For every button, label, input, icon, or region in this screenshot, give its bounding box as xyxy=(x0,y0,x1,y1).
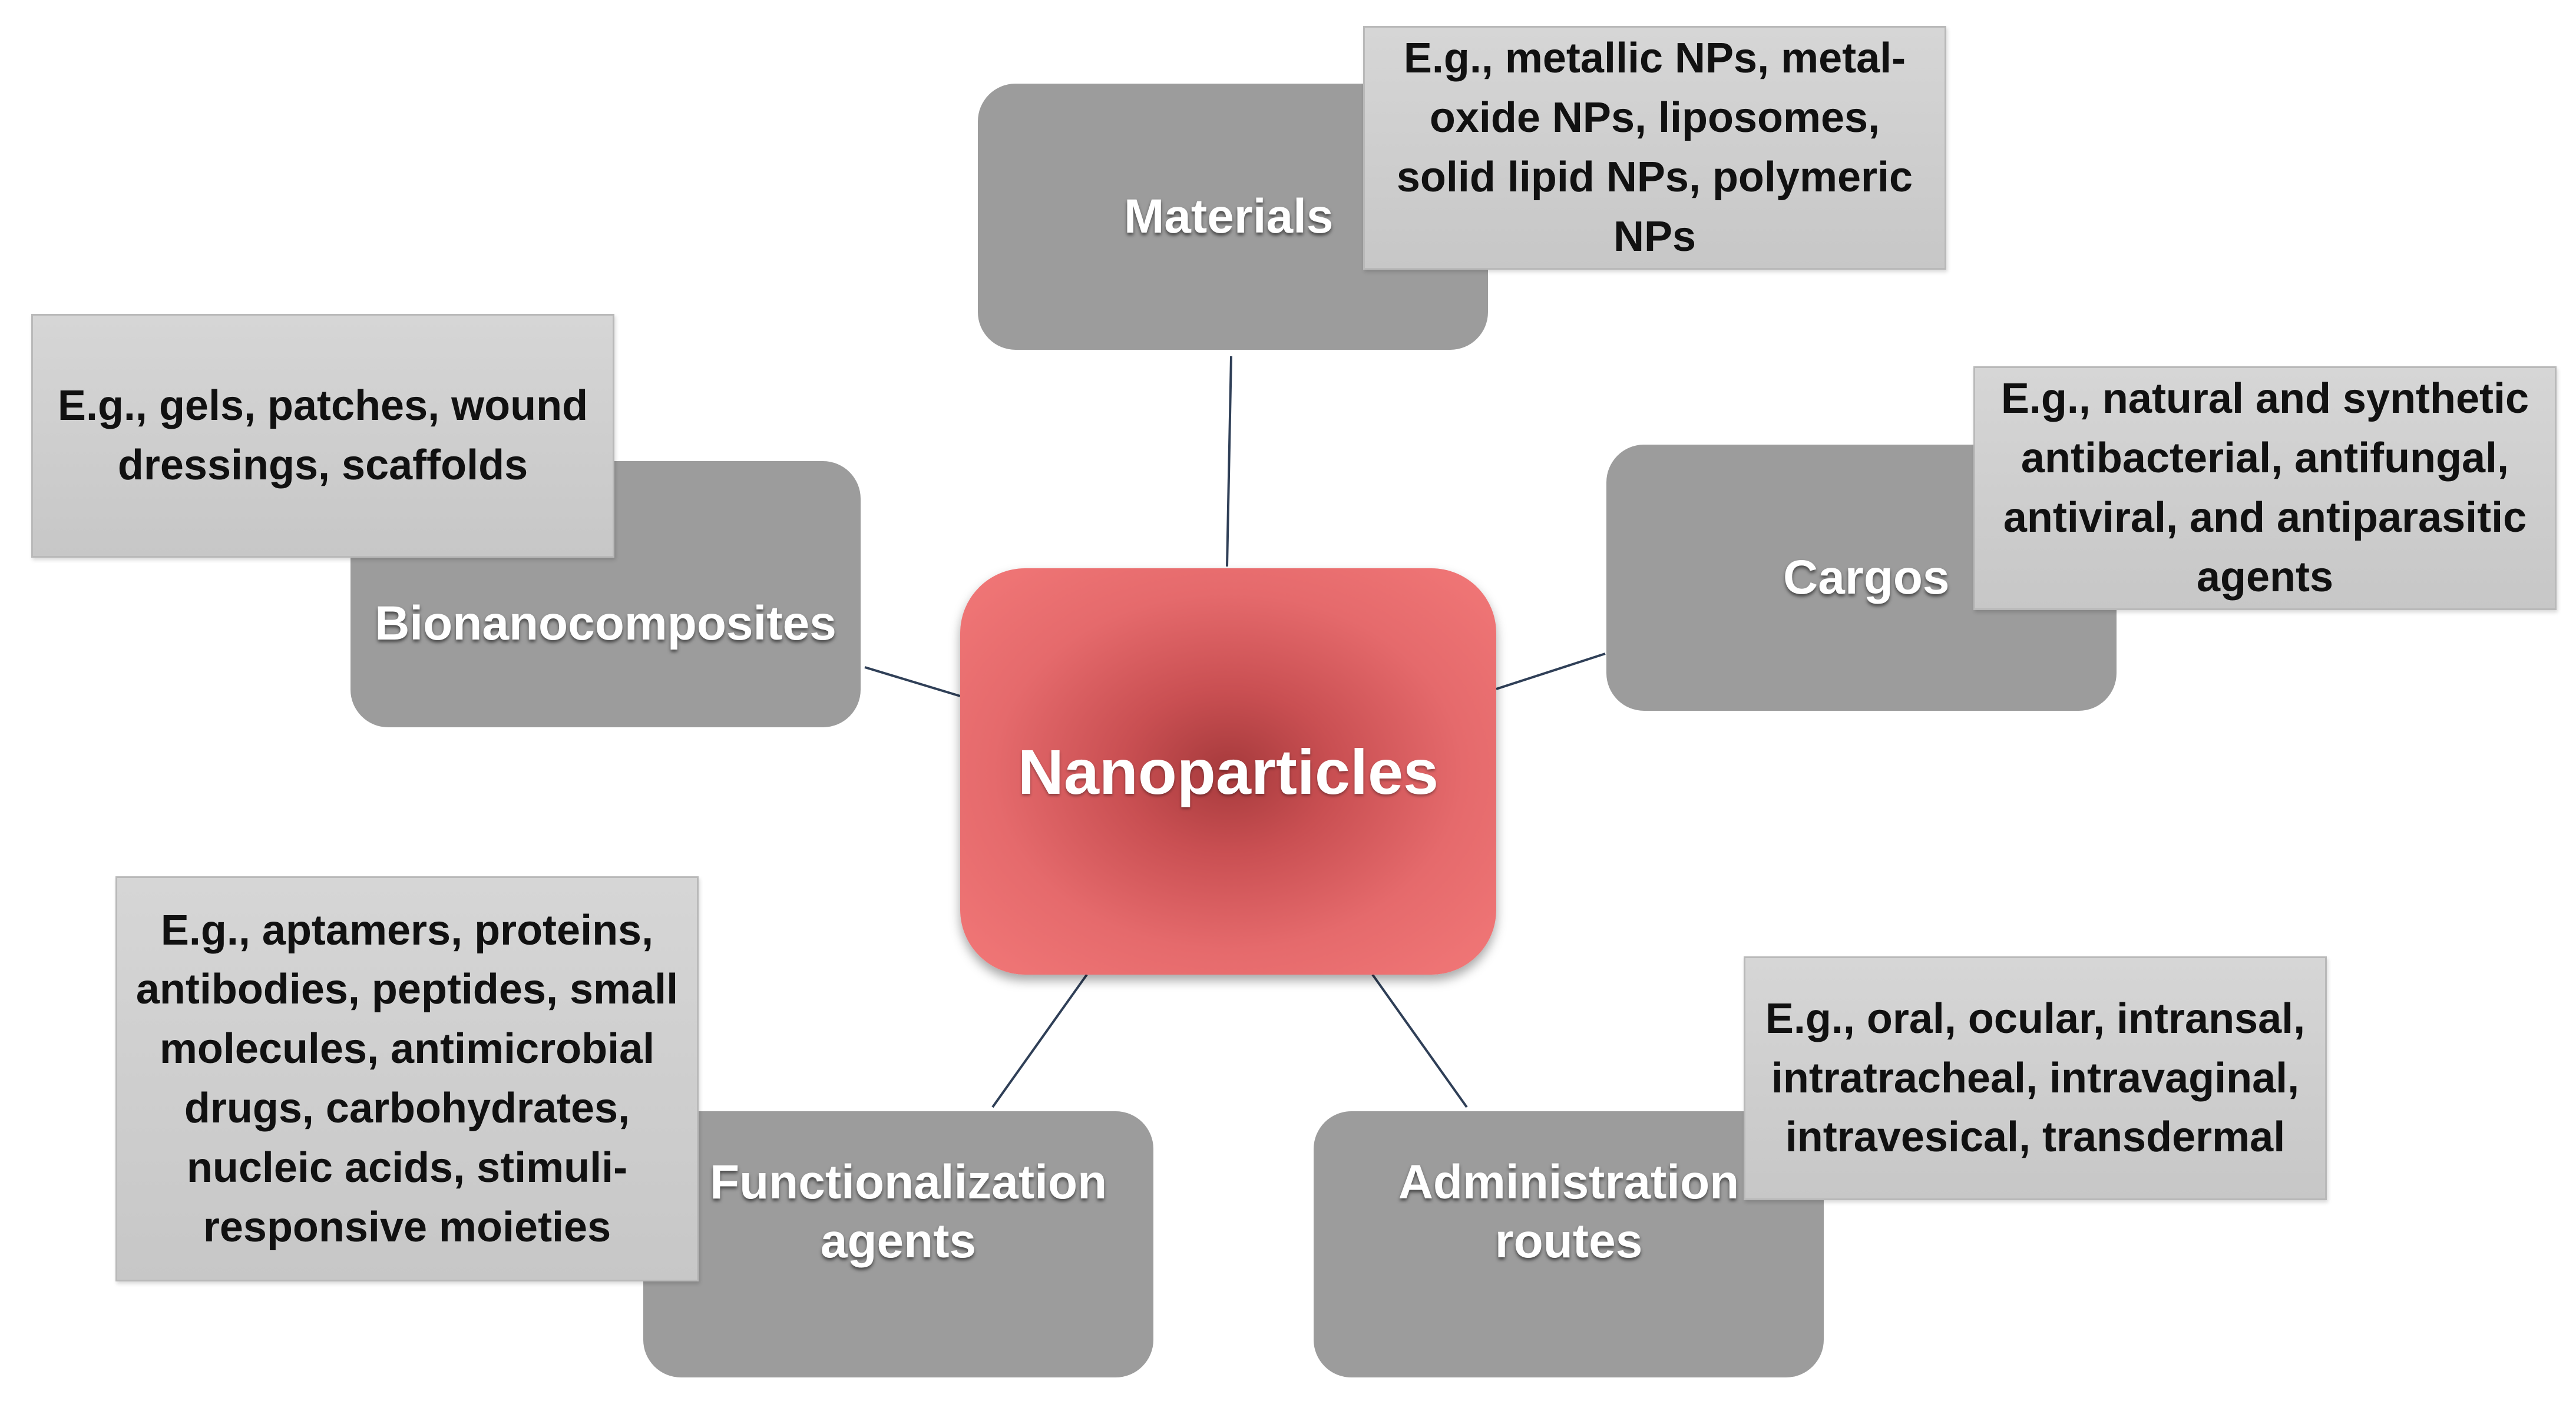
example-cargos: E.g., natural and synthetic antibacteria… xyxy=(1973,366,2557,610)
example-administration: E.g., oral, ocular, intransal, intratrac… xyxy=(1744,956,2327,1200)
example-materials: E.g., metallic NPs, metal-oxide NPs, lip… xyxy=(1363,26,1946,270)
example-functionalization-text: E.g., aptamers, proteins, antibodies, pe… xyxy=(135,906,679,1251)
connector-bionanocomposites xyxy=(864,666,961,697)
example-cargos-text: E.g., natural and synthetic antibacteria… xyxy=(2000,375,2529,601)
example-functionalization: E.g., aptamers, proteins, antibodies, pe… xyxy=(115,876,699,1281)
connector-cargos xyxy=(1496,652,1606,690)
node-materials-label: Materials xyxy=(1124,189,1334,243)
node-administration-label: Administration routes xyxy=(1398,1155,1740,1268)
node-functionalization: Functionalization agents xyxy=(643,1111,1153,1377)
node-bionanocomposites-label: Bionanocomposites xyxy=(375,596,836,650)
example-materials-text: E.g., metallic NPs, metal-oxide NPs, lip… xyxy=(1396,35,1913,260)
example-bionanocomposites-text: E.g., gels, patches, wound dressings, sc… xyxy=(57,382,588,489)
example-bionanocomposites: E.g., gels, patches, wound dressings, sc… xyxy=(31,314,614,558)
node-administration: Administration routes xyxy=(1314,1111,1824,1377)
connector-materials xyxy=(1226,356,1232,567)
node-functionalization-label: Functionalization agents xyxy=(710,1155,1107,1268)
example-administration-text: E.g., oral, ocular, intransal, intratrac… xyxy=(1765,995,2306,1161)
connector-functionalization xyxy=(991,973,1088,1108)
node-cargos-label: Cargos xyxy=(1783,550,1950,604)
center-node: Nanoparticles xyxy=(960,568,1496,975)
center-label: Nanoparticles xyxy=(1017,736,1439,807)
connector-administration xyxy=(1371,973,1468,1108)
